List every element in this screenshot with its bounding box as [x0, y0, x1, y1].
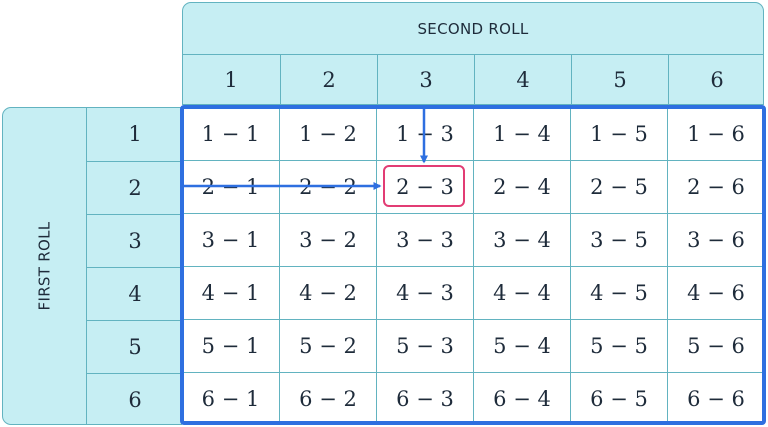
- column-header-1: 1: [224, 68, 238, 92]
- outcome-cell-4-2: 4 − 2: [279, 266, 376, 319]
- second-roll-header: SECOND ROLL 1 2 3 4 5 6: [182, 2, 764, 105]
- outcome-cell-6-5: 6 − 5: [570, 372, 667, 425]
- row-header-6: 6: [87, 373, 183, 424]
- outcome-cell-2-6: 2 − 6: [667, 160, 764, 213]
- row-header-1: 1: [128, 122, 142, 146]
- outcome-cell-2-4: 2 − 4: [473, 160, 570, 213]
- outcome-cell-1-5: 1 − 5: [570, 107, 667, 160]
- first-roll-header: FIRST ROLL 1 2 3 4 5 6: [2, 107, 184, 425]
- outcome-cell-2-2: 2 − 2: [279, 160, 376, 213]
- column-header-5: 5: [571, 54, 668, 104]
- second-roll-title: SECOND ROLL: [183, 3, 763, 55]
- outcome-cell-4-1: 4 − 1: [182, 266, 279, 319]
- row-header-2: 2: [87, 161, 183, 214]
- outcome-cell-6-2: 6 − 2: [279, 372, 376, 425]
- outcome-cell-5-5: 5 − 5: [570, 319, 667, 372]
- outcome-cell-3-1: 3 − 1: [182, 213, 279, 266]
- outcome-cell-2-3: 2 − 3: [376, 160, 473, 213]
- outcome-cell-3-6: 3 − 6: [667, 213, 764, 266]
- outcome-cell-3-2: 3 − 2: [279, 213, 376, 266]
- row-header-4: 4: [87, 267, 183, 320]
- column-header-2: 2: [280, 54, 377, 104]
- outcome-cell-4-6: 4 − 6: [667, 266, 764, 319]
- column-header-4: 4: [474, 54, 571, 104]
- column-header-6: 6: [668, 54, 763, 104]
- outcome-cell-3-5: 3 − 5: [570, 213, 667, 266]
- outcome-cell-5-1: 5 − 1: [182, 319, 279, 372]
- outcome-cell-6-3: 6 − 3: [376, 372, 473, 425]
- row-header-5: 5: [87, 320, 183, 373]
- column-header-3: 3: [377, 54, 474, 104]
- outcome-cell-5-3: 5 − 3: [376, 319, 473, 372]
- outcome-cell-1-3: 1 − 3: [376, 107, 473, 160]
- outcome-cell-3-4: 3 − 4: [473, 213, 570, 266]
- outcome-cell-5-2: 5 − 2: [279, 319, 376, 372]
- outcome-cell-5-6: 5 − 6: [667, 319, 764, 372]
- outcome-cell-1-2: 1 − 2: [279, 107, 376, 160]
- outcome-cell-5-4: 5 − 4: [473, 319, 570, 372]
- first-roll-title-column: FIRST ROLL: [3, 108, 87, 424]
- outcome-cell-6-4: 6 − 4: [473, 372, 570, 425]
- outcome-cell-4-4: 4 − 4: [473, 266, 570, 319]
- row-header-3: 3: [87, 214, 183, 267]
- outcome-cell-6-1: 6 − 1: [182, 372, 279, 425]
- outcome-cell-1-6: 1 − 6: [667, 107, 764, 160]
- outcome-cell-3-3: 3 − 3: [376, 213, 473, 266]
- outcome-cell-4-5: 4 − 5: [570, 266, 667, 319]
- outcome-cell-1-1: 1 − 1: [201, 121, 260, 146]
- outcome-cell-6-6: 6 − 6: [667, 372, 764, 425]
- outcome-cell-2-1: 2 − 1: [182, 160, 279, 213]
- first-roll-title: FIRST ROLL: [35, 221, 54, 311]
- outcome-cell-2-5: 2 − 5: [570, 160, 667, 213]
- outcome-cell-1-4: 1 − 4: [473, 107, 570, 160]
- outcome-cell-4-3: 4 − 3: [376, 266, 473, 319]
